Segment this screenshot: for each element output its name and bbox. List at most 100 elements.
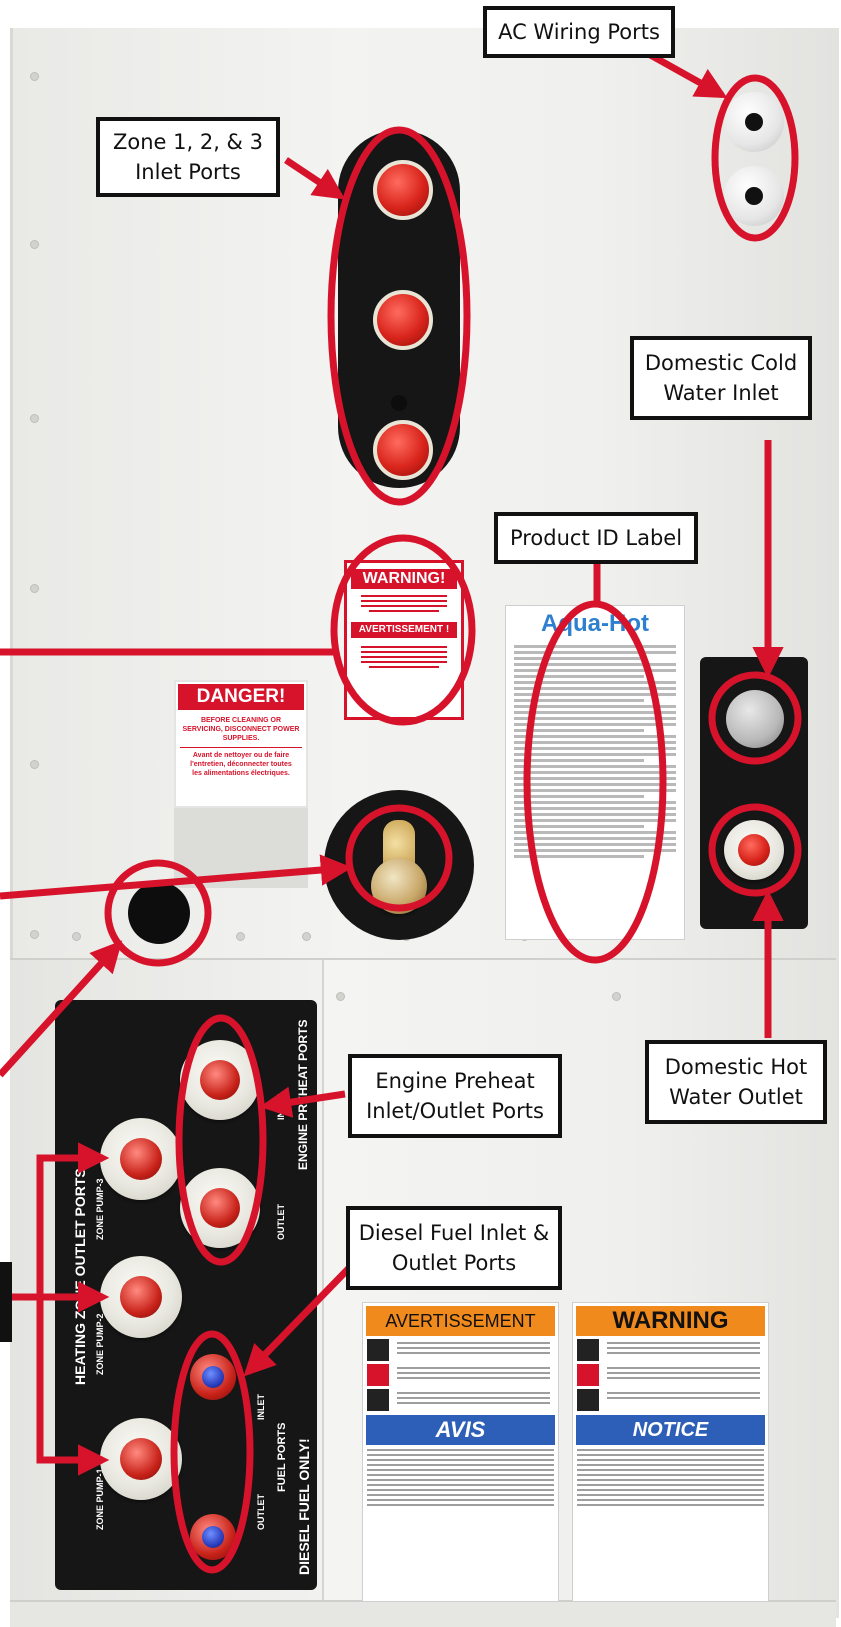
text-line bbox=[397, 1342, 550, 1344]
text-line bbox=[607, 1392, 760, 1394]
danger-sticker-body: BEFORE CLEANING OR SERVICING, DISCONNECT… bbox=[182, 717, 300, 742]
safety-row bbox=[367, 1389, 554, 1411]
screw bbox=[612, 992, 621, 1001]
text-line bbox=[367, 1499, 554, 1501]
warning-sticker-title-fr: AVERTISSEMENT ! bbox=[351, 622, 457, 638]
preheat-outlet-label: OUTLET bbox=[276, 1204, 286, 1240]
text-line bbox=[514, 753, 676, 756]
engine-preheat-outlet bbox=[200, 1188, 240, 1228]
text-line bbox=[577, 1459, 764, 1461]
text-line bbox=[514, 849, 676, 852]
text-line bbox=[361, 605, 447, 607]
zone-pump-1-label: ZONE PUMP-1 bbox=[95, 1468, 105, 1530]
text-line bbox=[514, 843, 676, 846]
zone-outlet-port-3 bbox=[120, 1138, 162, 1180]
text-line bbox=[577, 1499, 764, 1501]
cabinet-bottom-rail bbox=[10, 1600, 836, 1627]
text-line bbox=[397, 1372, 550, 1374]
text-line bbox=[514, 825, 644, 828]
product-id-callout: Product ID Label bbox=[494, 512, 698, 564]
text-line bbox=[514, 699, 644, 702]
screw bbox=[302, 932, 311, 941]
fire-icon bbox=[367, 1364, 389, 1386]
zone-pump-2-label: ZONE PUMP-2 bbox=[95, 1313, 105, 1375]
hazard-icon bbox=[367, 1339, 389, 1361]
heating-zone-ports-label: HEATING ZONE OUTLET PORTS bbox=[72, 1168, 88, 1385]
text-line bbox=[514, 783, 676, 786]
screw bbox=[30, 240, 39, 249]
safety-label-en: WARNING NOTICE bbox=[572, 1302, 769, 1602]
safety-row bbox=[577, 1364, 764, 1386]
text-line bbox=[361, 646, 447, 648]
hot-water-callout: Domestic Hot Water Outlet bbox=[645, 1040, 827, 1124]
safety-label-fr-notice: AVIS bbox=[366, 1415, 555, 1445]
text-line bbox=[361, 661, 447, 663]
text-line bbox=[577, 1464, 764, 1466]
text-line bbox=[514, 711, 676, 714]
text-line bbox=[514, 735, 676, 738]
text-line bbox=[367, 1464, 554, 1466]
text-line bbox=[397, 1377, 550, 1379]
zone-inlet-port-2 bbox=[373, 290, 433, 350]
text-line bbox=[397, 1402, 550, 1404]
fuel-inlet-label: INLET bbox=[256, 1394, 266, 1420]
zone-pump-3-label: ZONE PUMP-3 bbox=[95, 1178, 105, 1240]
engine-preheat-ports-label: ENGINE PREHEAT PORTS bbox=[296, 1019, 310, 1170]
text-line bbox=[514, 789, 676, 792]
text-line bbox=[514, 801, 676, 804]
screw bbox=[30, 930, 39, 939]
text-line bbox=[514, 759, 644, 762]
text-line bbox=[361, 651, 447, 653]
text-line bbox=[367, 1454, 554, 1456]
text-line bbox=[514, 837, 676, 840]
diesel-fuel-callout: Diesel Fuel Inlet & Outlet Ports bbox=[346, 1206, 562, 1290]
text-line bbox=[607, 1372, 760, 1374]
text-line bbox=[514, 717, 676, 720]
product-label-brand: Aqua-Hot bbox=[541, 610, 649, 637]
warning-sticker: WARNING! AVERTISSEMENT ! bbox=[344, 560, 464, 720]
text-line bbox=[397, 1352, 550, 1354]
fire-icon bbox=[577, 1364, 599, 1386]
screw bbox=[72, 932, 81, 941]
screw bbox=[30, 584, 39, 593]
text-line bbox=[397, 1347, 550, 1349]
text-line bbox=[514, 705, 676, 708]
screw bbox=[336, 992, 345, 1001]
screw bbox=[236, 932, 245, 941]
ac-wiring-hole bbox=[745, 187, 763, 205]
screw bbox=[30, 760, 39, 769]
text-line bbox=[514, 771, 676, 774]
text-line bbox=[367, 1494, 554, 1496]
domestic-cold-water-inlet bbox=[726, 690, 784, 748]
text-line bbox=[577, 1504, 764, 1506]
text-line bbox=[514, 645, 676, 648]
engine-preheat-inlet bbox=[200, 1060, 240, 1100]
text-line bbox=[514, 831, 676, 834]
text-line bbox=[514, 723, 676, 726]
text-line bbox=[514, 669, 676, 672]
small-hole bbox=[391, 395, 407, 411]
safety-row bbox=[367, 1339, 554, 1361]
text-line bbox=[514, 657, 644, 660]
text-line bbox=[369, 610, 439, 612]
zone-inlet-port-1 bbox=[373, 160, 433, 220]
text-line bbox=[607, 1342, 760, 1344]
danger-sticker-title: DANGER! bbox=[178, 684, 304, 710]
text-line bbox=[607, 1352, 760, 1354]
text-line bbox=[577, 1454, 764, 1456]
text-line bbox=[361, 656, 447, 658]
text-line bbox=[361, 595, 447, 597]
ac-wiring-hole bbox=[745, 113, 763, 131]
safety-row bbox=[577, 1339, 764, 1361]
brass-fitting bbox=[371, 858, 427, 914]
text-line bbox=[367, 1474, 554, 1476]
screw bbox=[30, 72, 39, 81]
text-line bbox=[514, 729, 644, 732]
safety-label-en-notice: NOTICE bbox=[576, 1415, 765, 1445]
text-line bbox=[397, 1367, 550, 1369]
diesel-only-label: DIESEL FUEL ONLY! bbox=[296, 1438, 312, 1575]
text-line bbox=[607, 1397, 760, 1399]
text-line bbox=[367, 1459, 554, 1461]
text-line bbox=[514, 765, 676, 768]
zone-outlet-port-2 bbox=[120, 1276, 162, 1318]
